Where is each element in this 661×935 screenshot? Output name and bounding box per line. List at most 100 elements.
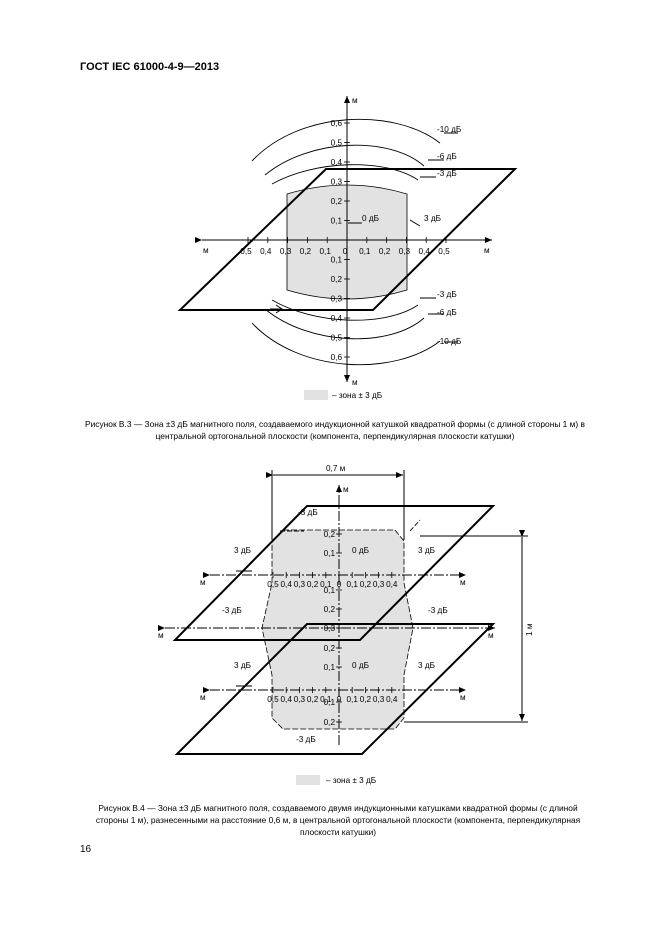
y-tick-label: 0,2 <box>331 197 343 206</box>
label-m3-center-left: -3 дБ <box>222 606 242 615</box>
unit-lower-left: м <box>200 693 206 702</box>
label-m6-bot: -6 дБ <box>437 308 457 317</box>
label-m3-bot: -3 дБ <box>437 290 457 299</box>
y-tick-label: 0,1 <box>324 586 336 595</box>
legend-text: – зона ± 3 дБ <box>326 776 376 785</box>
x-tick-label: 0,1 <box>320 247 332 256</box>
y-tick-label: 0,1 <box>324 698 336 707</box>
label-p3db: 3 дБ <box>424 214 441 223</box>
curve-m6-bot <box>264 308 425 340</box>
x-tick-label: 0,2 <box>360 695 372 704</box>
legend-swatch <box>296 775 320 785</box>
x-tick-label: 0,4 <box>260 247 272 256</box>
y-axis-unit-bottom: м <box>352 378 358 387</box>
page-number: 16 <box>80 844 92 855</box>
label-m3-top: -3 дБ <box>298 508 318 517</box>
y-tick-label: 0,5 <box>331 334 343 343</box>
y-tick-label: 0,1 <box>324 663 336 672</box>
coil-upper <box>172 505 496 641</box>
x-tick-label: 0,3 <box>294 695 306 704</box>
label-m3-bottom: -3 дБ <box>296 735 316 744</box>
x-tick-label: 0,1 <box>320 580 332 589</box>
x-tick-label: 0 <box>343 247 348 256</box>
label-p3-upper-right: 3 дБ <box>418 546 435 555</box>
y-tick-label: 0,2 <box>324 530 336 539</box>
label-p3-upper-left: 3 дБ <box>234 546 251 555</box>
height-dim-label: 1 м <box>525 623 534 636</box>
label-m3-top: -3 дБ <box>437 169 457 178</box>
unit-center-left: м <box>158 631 164 640</box>
unit-upper-left: м <box>200 578 206 587</box>
unit-lower-right: м <box>460 693 466 702</box>
x-tick-label: 0,5 <box>240 247 252 256</box>
y-axis-unit: м <box>352 96 358 105</box>
figure-b4-caption: Рисунок В.4 — Зона ±3 дБ магнитного поля… <box>95 803 581 837</box>
x-tick-label: 0,4 <box>281 695 293 704</box>
y-axis-unit: м <box>343 485 349 494</box>
x-axis-unit-right: м <box>484 246 490 255</box>
y-tick-label: 0,1 <box>324 549 336 558</box>
x-tick-label: 0 <box>337 695 342 704</box>
x-tick-label: 0,1 <box>347 580 359 589</box>
label-0-lower: 0 дБ <box>352 661 369 670</box>
unit-upper-right: м <box>460 578 466 587</box>
x-tick-label: 0,1 <box>359 247 371 256</box>
x-tick-label: 0,5 <box>267 580 279 589</box>
x-tick-label: 0,2 <box>379 247 391 256</box>
x-tick-label: 0,2 <box>360 580 372 589</box>
x-tick-label: 0,1 <box>320 695 332 704</box>
y-tick-label: 0,1 <box>331 256 343 265</box>
x-tick-label: 0 <box>337 580 342 589</box>
x-tick-label: 0,4 <box>386 695 398 704</box>
y-tick-label: 0,5 <box>331 139 343 148</box>
y-tick-label: 0,3 <box>331 178 343 187</box>
x-tick-label: 0,3 <box>294 580 306 589</box>
label-p3-lower-left: 3 дБ <box>234 661 251 670</box>
y-tick-label: 0,2 <box>324 605 336 614</box>
y-tick-label: 0,3 <box>331 295 343 304</box>
y-tick-label: 0,2 <box>331 275 343 284</box>
y-tick-label: 0,4 <box>331 158 343 167</box>
curve-m6-top <box>264 144 425 176</box>
y-tick-label: 0,2 <box>324 718 336 727</box>
current-arrow <box>270 304 283 314</box>
figure-b3-caption: Рисунок В.3 — Зона ±3 дБ магнитного поля… <box>85 419 585 441</box>
x-tick-label: 0,4 <box>281 580 293 589</box>
label-m3-center-right: -3 дБ <box>428 606 448 615</box>
x-tick-label: 0,4 <box>419 247 431 256</box>
x-tick-label: 0,3 <box>280 247 292 256</box>
curve-m3-top <box>271 164 419 185</box>
x-tick-label: 0,3 <box>373 695 385 704</box>
y-tick-label: 0,2 <box>324 644 336 653</box>
y-tick-label: 0,6 <box>331 353 343 362</box>
x-axis-unit-left: м <box>203 246 209 255</box>
legend-text: – зона ± 3 дБ <box>332 391 382 400</box>
x-tick-label: 0,3 <box>399 247 411 256</box>
y-tick-label: 0,4 <box>331 314 343 323</box>
standard-header: ГОСТ IEC 61000-4-9—2013 <box>80 61 220 73</box>
x-tick-label: 0,3 <box>373 580 385 589</box>
width-dim-label: 0,7 м <box>326 464 346 473</box>
x-tick-label: 0,2 <box>300 247 312 256</box>
curve-m3-bot <box>271 299 419 321</box>
x-tick-label: 0,1 <box>347 695 359 704</box>
y-tick-label: 0,6 <box>331 119 343 128</box>
label-0-upper: 0 дБ <box>352 546 369 555</box>
label-0db: 0 дБ <box>362 214 379 223</box>
x-tick-label: 0,4 <box>386 580 398 589</box>
label-m6-top: -6 дБ <box>437 152 457 161</box>
x-tick-label: 0,2 <box>307 580 319 589</box>
y-tick-label: 0,3 <box>324 624 336 633</box>
label-p3-lower-right: 3 дБ <box>418 661 435 670</box>
coil-square <box>177 168 518 311</box>
y-tick-label: 0,1 <box>331 217 343 226</box>
coil-lower <box>174 623 496 755</box>
x-tick-label: 0,2 <box>307 695 319 704</box>
label-m10-bot: -10 дБ <box>437 337 461 346</box>
x-tick-label: 0,5 <box>438 247 450 256</box>
x-tick-label: 0,5 <box>267 695 279 704</box>
legend-swatch <box>304 390 328 400</box>
